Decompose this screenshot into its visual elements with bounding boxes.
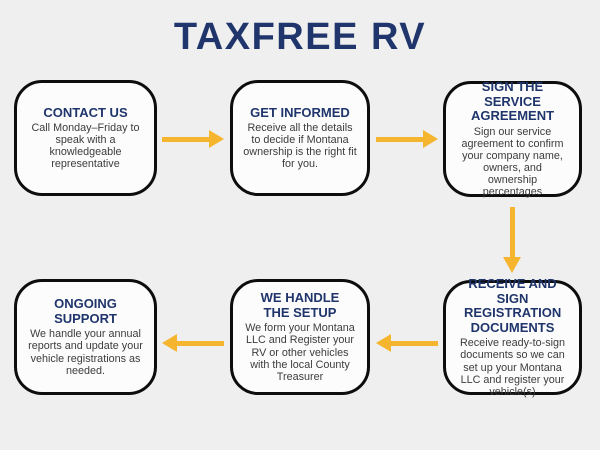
arrow-right-icon xyxy=(162,130,224,149)
arrow-shaft xyxy=(390,341,438,346)
arrow-head xyxy=(503,257,521,273)
arrow-left-icon xyxy=(162,334,224,353)
arrow-head xyxy=(162,334,177,352)
step-box-we-handle-the-setup: WE HANDLE THE SETUP We form your Montana… xyxy=(230,279,370,395)
step-description: Receive all the details to decide if Mon… xyxy=(243,122,357,171)
step-description: Receive ready-to-sign documents so we ca… xyxy=(459,337,566,398)
arrow-shaft xyxy=(510,207,515,257)
step-title: ONGOING SUPPORT xyxy=(54,296,117,326)
step-box-get-informed: GET INFORMED Receive all the details to … xyxy=(230,80,370,196)
step-title: RECEIVE AND SIGN REGISTRATION DOCUMENTS xyxy=(464,276,562,335)
arrow-right-icon xyxy=(376,130,438,149)
arrow-shaft xyxy=(376,137,424,142)
step-title: GET INFORMED xyxy=(250,104,350,120)
step-description: We form your Montana LLC and Register yo… xyxy=(245,322,355,383)
arrow-head xyxy=(376,334,391,352)
arrow-shaft xyxy=(176,341,224,346)
step-box-sign-service-agreement: SIGN THE SERVICE AGREEMENT Sign our serv… xyxy=(443,78,582,198)
step-description: Sign our service agreement to confirm yo… xyxy=(461,125,564,198)
page-title: TAXFREE RV xyxy=(173,16,427,58)
arrow-head xyxy=(209,130,224,148)
step-box-contact-us: CONTACT US Call Monday–Friday to speak w… xyxy=(14,80,157,196)
step-description: Call Monday–Friday to speak with a knowl… xyxy=(31,122,140,171)
arrow-head xyxy=(423,130,438,148)
step-description: We handle your annual reports and update… xyxy=(28,328,143,377)
step-title: SIGN THE SERVICE AGREEMENT xyxy=(470,78,555,124)
step-box-receive-sign-registration-documents: RECEIVE AND SIGN REGISTRATION DOCUMENTS … xyxy=(443,276,582,398)
arrow-shaft xyxy=(162,137,210,142)
step-title: WE HANDLE THE SETUP xyxy=(260,290,340,320)
arrow-left-icon xyxy=(376,334,438,353)
step-box-ongoing-support: ONGOING SUPPORT We handle your annual re… xyxy=(14,279,157,395)
step-title: CONTACT US xyxy=(43,104,128,120)
arrow-down-icon xyxy=(503,207,522,273)
